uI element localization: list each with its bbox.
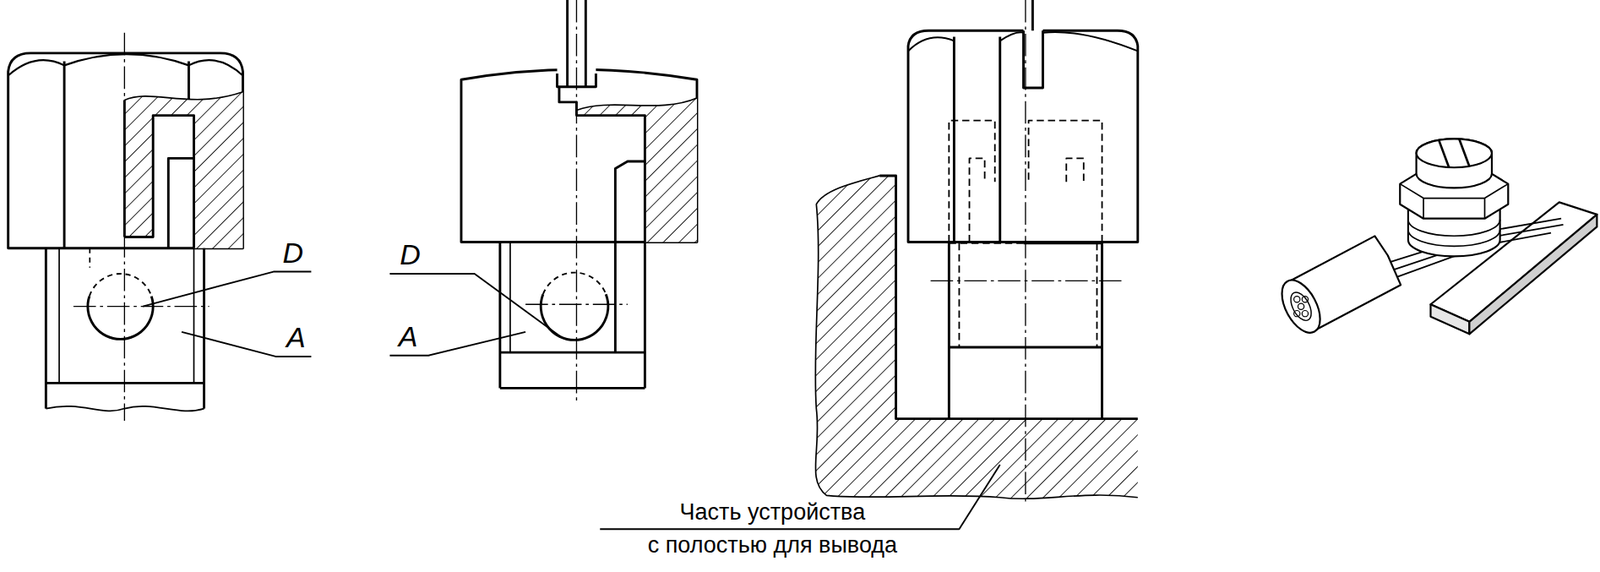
cavity-terminal xyxy=(1031,0,1035,31)
terminal-pictorial xyxy=(1294,310,1301,317)
hex-nut-terminal xyxy=(8,54,244,76)
screw-head-terminal xyxy=(540,293,609,340)
terminal-pictorial xyxy=(1294,296,1309,317)
hex-nut-terminal xyxy=(44,248,48,409)
terminal-pictorial xyxy=(1286,288,1316,324)
hex-nut-terminal xyxy=(124,115,194,249)
hex-nut-terminal xyxy=(187,61,191,101)
screw-head-terminal xyxy=(498,242,501,389)
cavity-terminal xyxy=(815,0,1138,503)
technical-drawing xyxy=(8,0,1598,529)
cavity-terminal xyxy=(1028,120,1103,243)
hex-nut-terminal xyxy=(58,248,60,384)
terminal-pictorial xyxy=(1294,296,1301,303)
terminal-pictorial xyxy=(1273,138,1597,339)
cavity-terminal xyxy=(1096,243,1099,348)
leader-line xyxy=(389,273,561,356)
terminal-pictorial xyxy=(1301,310,1308,317)
part-label: с полостью для вывода xyxy=(647,533,898,557)
terminal-pictorial xyxy=(1288,235,1401,331)
cavity-terminal xyxy=(1023,26,1044,88)
terminal-pictorial xyxy=(1301,296,1308,303)
cavity-terminal xyxy=(908,30,1138,242)
leader-line xyxy=(599,464,1001,529)
terminal-pictorial xyxy=(1416,138,1492,188)
hex-nut-terminal xyxy=(168,157,194,248)
callout-letter: A xyxy=(286,322,306,352)
hex-nut-terminal xyxy=(89,273,152,297)
cavity-terminal xyxy=(1100,242,1104,420)
screw-head-terminal xyxy=(525,304,628,305)
hex-nut-terminal xyxy=(124,92,243,101)
cavity-terminal xyxy=(948,120,995,243)
screw-head-terminal xyxy=(461,0,697,404)
hex-nut-terminal xyxy=(8,53,244,249)
hex-nut-terminal xyxy=(202,248,206,409)
screw-head-terminal xyxy=(461,69,697,242)
hex-nut-terminal xyxy=(63,61,66,249)
screw-head-terminal xyxy=(559,87,645,243)
cavity-terminal xyxy=(998,37,1002,243)
hex-nut-terminal xyxy=(124,92,243,249)
hex-nut-terminal xyxy=(73,305,210,307)
cavity-terminal xyxy=(1023,30,1044,88)
cavity-terminal xyxy=(952,37,956,243)
callout-letter: D xyxy=(282,238,304,267)
screw-head-terminal xyxy=(565,0,569,88)
screw-head-terminal xyxy=(500,386,646,390)
leader-line xyxy=(142,272,311,357)
hex-nut-terminal xyxy=(87,296,153,340)
terminal-pictorial xyxy=(1297,303,1304,310)
hex-nut-terminal xyxy=(8,32,244,421)
cavity-terminal xyxy=(958,243,961,348)
screw-head-terminal xyxy=(576,97,697,242)
terminal-pictorial xyxy=(1416,138,1492,168)
screw-head-terminal xyxy=(584,0,588,88)
screw-head-terminal xyxy=(576,97,697,111)
leader-line xyxy=(142,272,311,307)
callout-letter: A xyxy=(398,321,419,351)
terminal-pictorial xyxy=(1408,219,1501,246)
cavity-terminal xyxy=(948,242,1024,245)
cavity-terminal xyxy=(947,242,951,420)
screw-head-terminal xyxy=(500,351,646,354)
terminal-pictorial xyxy=(1273,273,1328,339)
screw-head-terminal xyxy=(576,0,577,404)
hex-nut-terminal xyxy=(193,248,196,384)
terminal-pictorial xyxy=(1399,184,1508,219)
cavity-terminal xyxy=(930,280,1126,282)
callout-letter: D xyxy=(399,239,421,269)
cavity-terminal xyxy=(1066,157,1084,182)
screw-head-terminal xyxy=(614,161,645,353)
leader-line xyxy=(599,464,1001,529)
part-label: Часть устройства xyxy=(680,500,866,524)
screw-head-terminal xyxy=(643,242,647,389)
cavity-terminal xyxy=(1023,241,1103,245)
cavity-terminal xyxy=(969,157,986,242)
cavity-terminal xyxy=(1024,0,1026,503)
hex-nut-terminal xyxy=(124,32,126,421)
terminal-pictorial xyxy=(1430,304,1470,334)
terminal-pictorial xyxy=(1438,138,1470,168)
screw-head-terminal xyxy=(543,272,606,295)
hex-nut-terminal xyxy=(88,248,91,268)
